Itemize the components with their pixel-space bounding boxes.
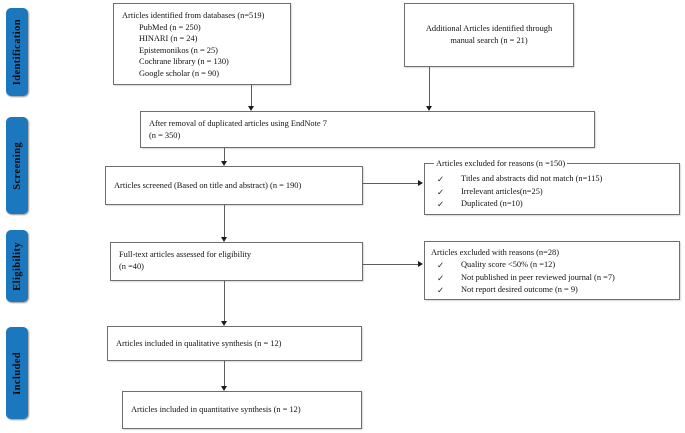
arrow-databases-to-dedup bbox=[248, 106, 254, 111]
excluded-eligibility-heading: Articles excluded with reasons (n=28) bbox=[431, 248, 559, 257]
database-source-pubmed: PubMed (n = 250) bbox=[139, 22, 201, 32]
quantitative-line-1: Articles included in quantitative synthe… bbox=[131, 405, 301, 415]
excluded-screening-reason-list: ✓ Titles and abstracts did not match (n=… bbox=[431, 173, 673, 211]
check-icon: ✓ bbox=[437, 199, 445, 210]
box-articles-screened: Articles screened (Based on title and ab… bbox=[105, 166, 363, 205]
arrow-dedup-to-screened bbox=[221, 161, 227, 166]
check-icon: ✓ bbox=[437, 285, 445, 296]
qualitative-line-1: Articles included in qualitative synthes… bbox=[116, 338, 282, 348]
stage-tab-identification: Identification bbox=[6, 8, 28, 96]
excluded-screening-reason-item: ✓ Irrelevant articles(n=25) bbox=[431, 186, 673, 199]
box-articles-from-databases: Articles identified from databases (n=51… bbox=[113, 3, 291, 85]
excluded-eligibility-reason-item: ✓ Not published in peer reviewed journal… bbox=[431, 272, 673, 285]
connector-databases-to-dedup bbox=[251, 85, 252, 107]
check-icon: ✓ bbox=[437, 186, 445, 197]
excluded-screening-reason-text: Duplicated (n=10) bbox=[461, 199, 523, 209]
check-icon: ✓ bbox=[437, 260, 445, 270]
arrow-fulltext-to-qualitative bbox=[221, 321, 227, 326]
excluded-eligibility-reason-list: ✓ Quality score <50% (n =12) ✓ Not publi… bbox=[431, 259, 673, 297]
database-source-cochrane: Cochrane library (n = 130) bbox=[139, 57, 229, 67]
fulltext-line-2: (n =40) bbox=[119, 261, 144, 271]
connector-screened-to-excluded bbox=[363, 183, 419, 184]
stage-tab-screening: Screening bbox=[6, 117, 28, 214]
stage-label-included: Included bbox=[11, 351, 23, 395]
excluded-screening-heading: Articles excluded for reasons (n =150) bbox=[434, 158, 568, 169]
stage-label-eligibility: Eligibility bbox=[11, 241, 23, 291]
box-quantitative-synthesis: Articles included in quantitative synthe… bbox=[122, 391, 362, 429]
excluded-eligibility-reason-text: Not report desired outcome (n = 9) bbox=[461, 285, 578, 295]
connector-dedup-to-screened bbox=[224, 148, 225, 162]
manual-search-line-1: Additional Articles identified through bbox=[425, 24, 553, 34]
excluded-eligibility-reason-text: Quality score <50% (n =12) bbox=[461, 260, 556, 269]
connector-screened-to-fulltext bbox=[224, 205, 225, 238]
connector-qualitative-to-quantitative bbox=[224, 361, 225, 387]
arrow-qualitative-to-quantitative bbox=[221, 386, 227, 391]
excluded-screening-reason-item: ✓ Titles and abstracts did not match (n=… bbox=[431, 173, 673, 186]
arrow-screened-to-excluded bbox=[418, 180, 423, 186]
database-source-google-scholar: Google scholar (n = 90) bbox=[139, 68, 220, 78]
excluded-eligibility-reason-item: ✓ Not report desired outcome (n = 9) bbox=[431, 284, 673, 297]
excluded-eligibility-reason-text: Not published in peer reviewed journal (… bbox=[461, 272, 615, 282]
connector-manual-to-dedup bbox=[429, 67, 430, 107]
check-icon: ✓ bbox=[437, 174, 445, 184]
fulltext-line-1: Full-text articles assessed for eligibil… bbox=[119, 250, 252, 259]
box-fulltext-eligibility: Full-text articles assessed for eligibil… bbox=[110, 242, 363, 281]
database-source-hinari: HINARI (n = 24) bbox=[139, 34, 198, 44]
databases-title: Articles identified from databases (n=51… bbox=[122, 11, 265, 20]
box-excluded-screening: Articles excluded for reasons (n =150) ✓… bbox=[424, 158, 680, 215]
connector-fulltext-to-excluded bbox=[363, 264, 419, 265]
arrow-screened-to-fulltext bbox=[221, 237, 227, 242]
box-after-removal-duplicates: After removal of duplicated articles usi… bbox=[140, 111, 595, 148]
arrow-manual-to-dedup bbox=[426, 106, 432, 111]
stage-tab-eligibility: Eligibility bbox=[6, 230, 28, 302]
arrow-fulltext-to-excluded bbox=[418, 261, 423, 267]
dedup-line-2: (n = 350) bbox=[149, 130, 181, 140]
excluded-screening-reason-text: Titles and abstracts did not match (n=11… bbox=[461, 174, 603, 183]
excluded-screening-reason-item: ✓ Duplicated (n=10) bbox=[431, 198, 673, 211]
stage-label-identification: Identification bbox=[11, 18, 23, 86]
box-additional-manual-search: Additional Articles identified through m… bbox=[404, 3, 574, 67]
manual-search-line-2: manual search (n = 21) bbox=[450, 36, 528, 45]
excluded-screening-reason-text: Irrelevant articles(n=25) bbox=[461, 186, 543, 196]
screened-line-1: Articles screened (Based on title and ab… bbox=[114, 180, 302, 190]
stage-tab-included: Included bbox=[6, 327, 28, 419]
box-excluded-eligibility: Articles excluded with reasons (n=28) ✓ … bbox=[424, 241, 680, 300]
stage-label-screening: Screening bbox=[11, 141, 23, 190]
dedup-line-1: After removal of duplicated articles usi… bbox=[149, 119, 327, 128]
box-qualitative-synthesis: Articles included in qualitative synthes… bbox=[107, 326, 362, 361]
connector-fulltext-to-qualitative bbox=[224, 281, 225, 322]
excluded-eligibility-reason-item: ✓ Quality score <50% (n =12) bbox=[431, 259, 673, 272]
check-icon: ✓ bbox=[437, 272, 445, 283]
database-source-epistemonikos: Epistemonikos (n = 25) bbox=[139, 45, 218, 55]
